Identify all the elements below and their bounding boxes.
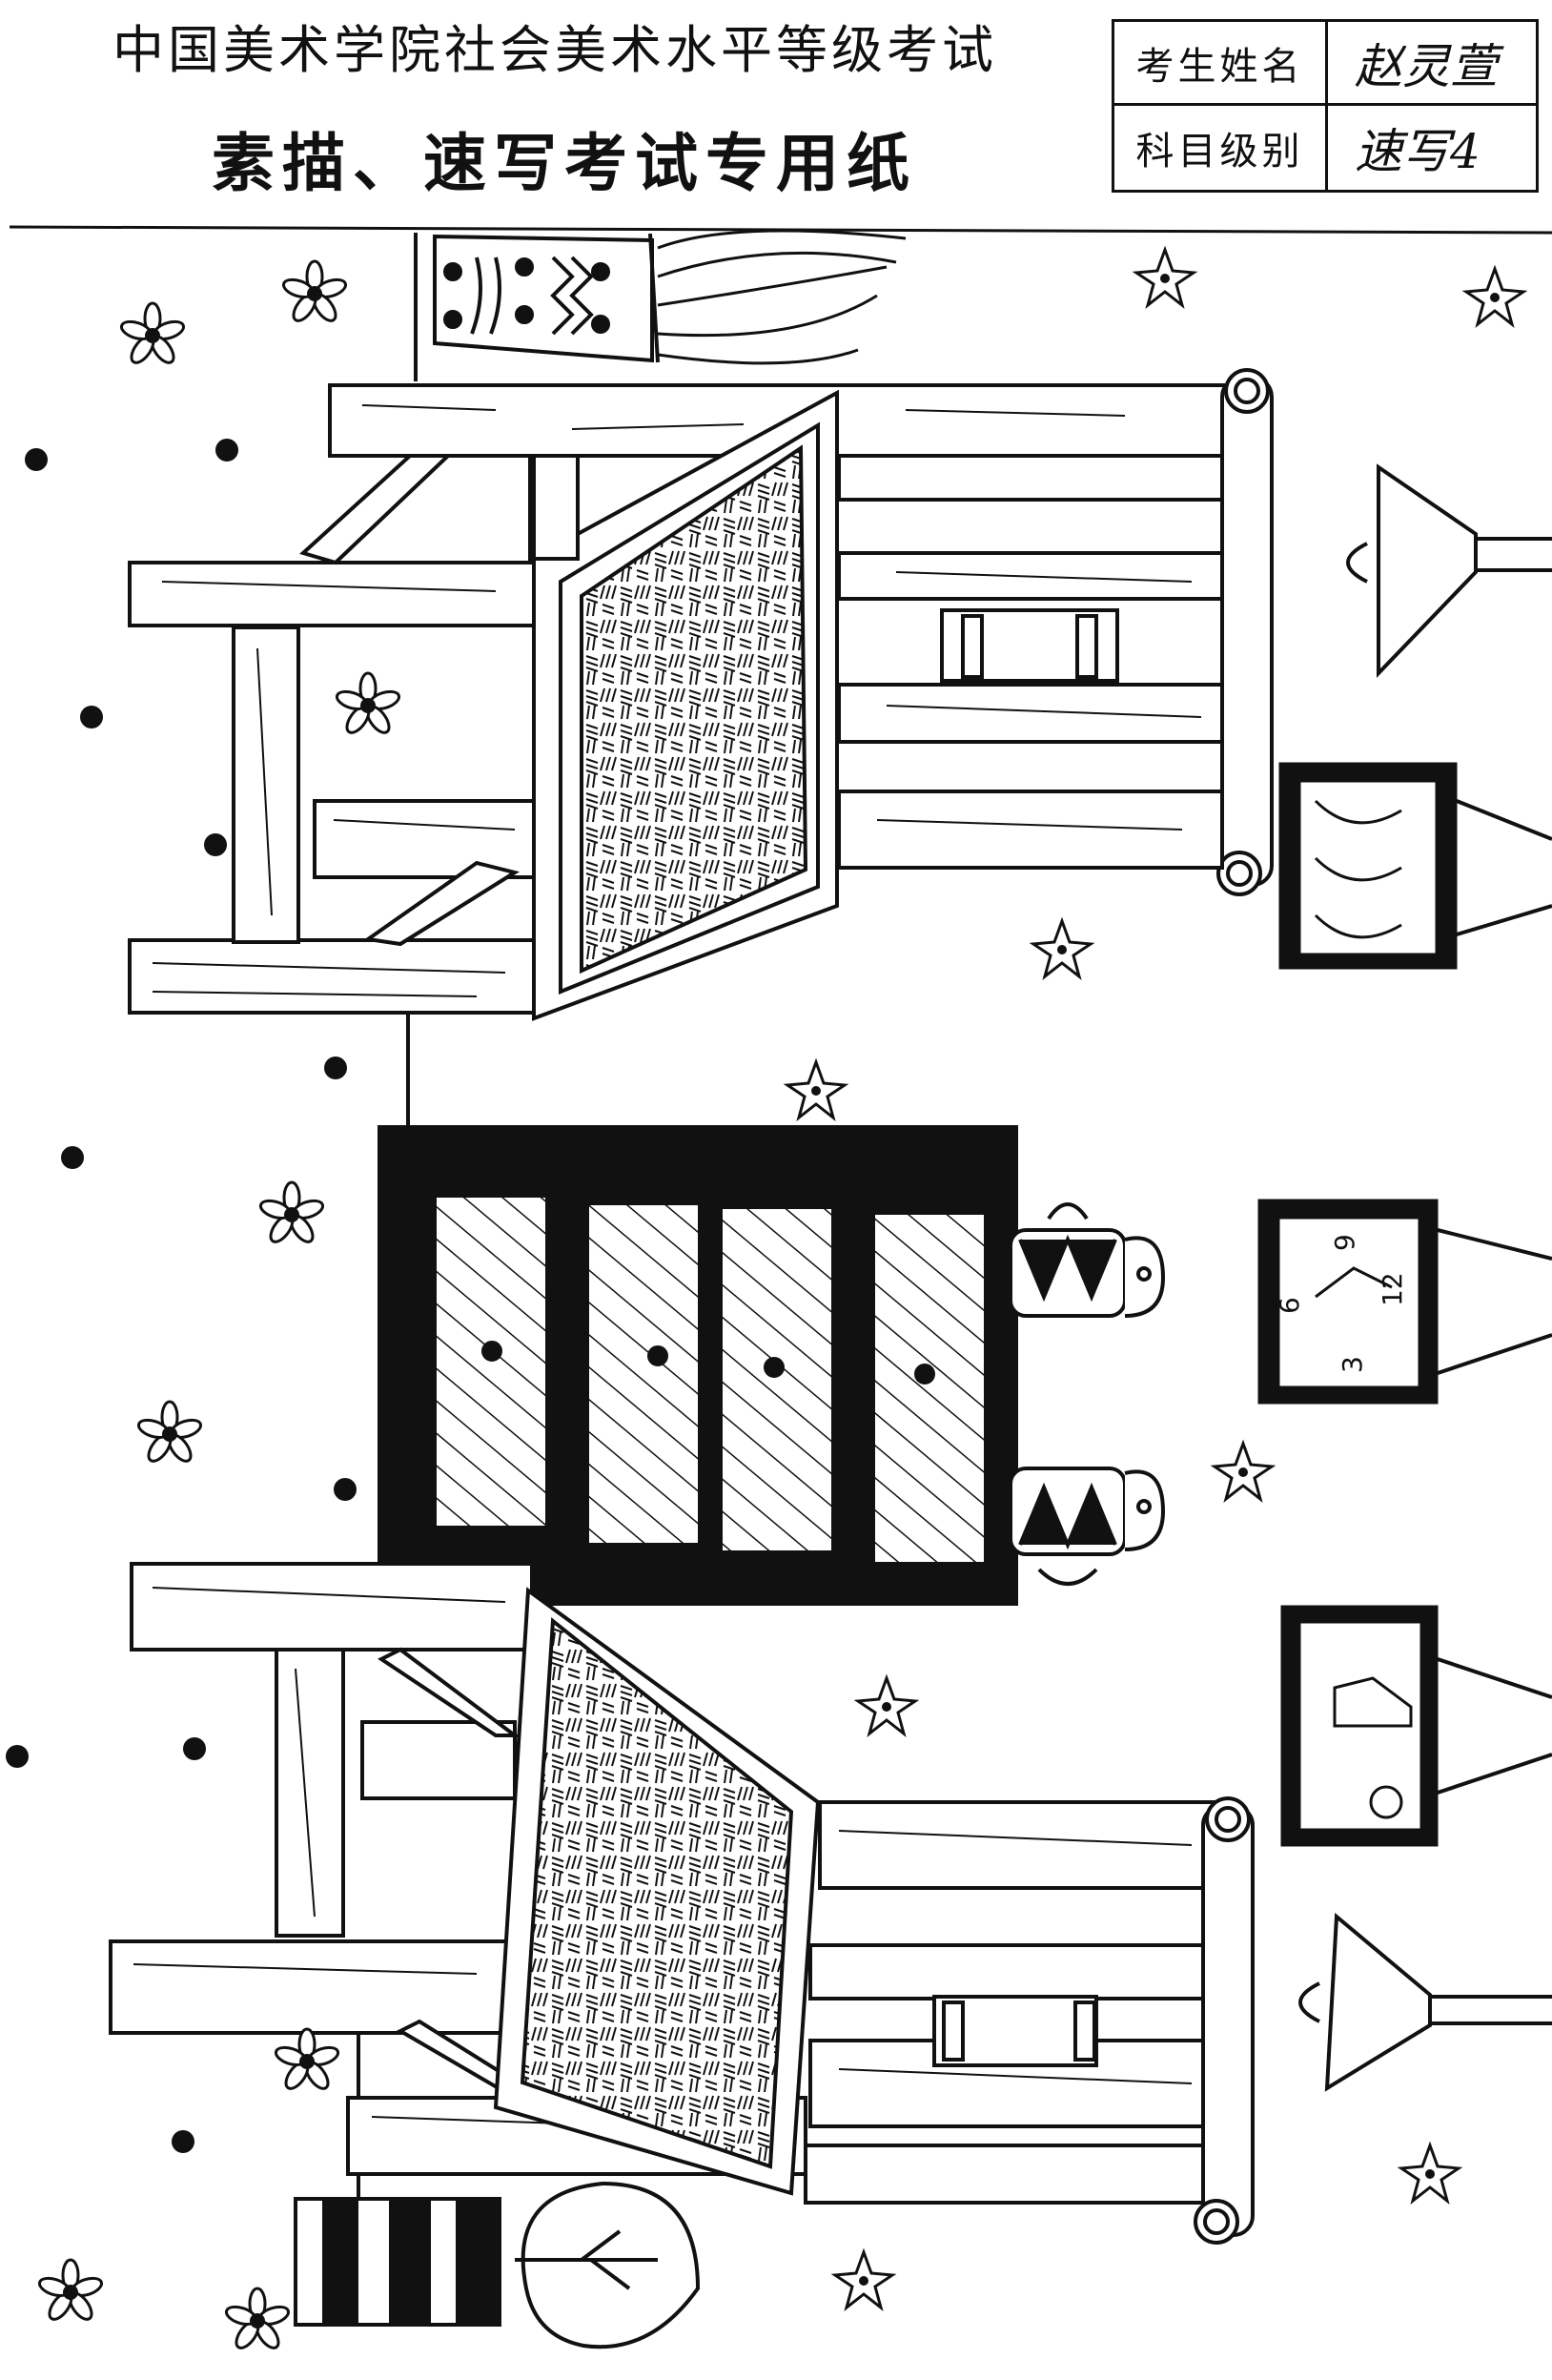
subject-level-value: 速写4 — [1355, 124, 1481, 179]
wall-lamp-bottom — [1298, 1912, 1552, 2092]
striped-box — [294, 2197, 501, 2327]
wall-lamp-top — [1346, 463, 1552, 678]
candidate-name-row: 考生姓名 赵灵萱 — [1114, 22, 1536, 106]
subject-level-label: 科目级别 — [1114, 106, 1328, 190]
clock-numeral-6: 6 — [1274, 1297, 1305, 1314]
exam-title: 中国美术学院社会美术水平等级考试 — [112, 20, 997, 80]
clock-numeral-12: 12 — [1377, 1272, 1408, 1306]
candidate-name-label: 考生姓名 — [1114, 22, 1328, 103]
wall-clock: 9 12 6 3 — [1257, 1199, 1552, 1405]
candidate-name-value: 赵灵萱 — [1355, 38, 1498, 94]
clock-numeral-9: 9 — [1329, 1234, 1360, 1251]
canisters — [1009, 1202, 1166, 1586]
exam-subtitle: 素描、速写考试专用纸 — [212, 127, 917, 200]
candidate-info-table: 考生姓名 赵灵萱 科目级别 速写4 — [1112, 19, 1539, 193]
subject-level-row: 科目级别 速写4 — [1114, 106, 1536, 190]
cabinet — [378, 1125, 1018, 1606]
upper-chair — [128, 368, 1274, 1021]
decorative-dots — [6, 439, 357, 2153]
tree-sketch — [515, 2181, 701, 2349]
patterned-banner — [433, 229, 907, 365]
framed-picture-house — [1280, 1605, 1552, 1847]
clock-numeral-3: 3 — [1337, 1356, 1368, 1373]
framed-picture-mountains — [1278, 762, 1552, 970]
lower-chair — [109, 1562, 1255, 2245]
